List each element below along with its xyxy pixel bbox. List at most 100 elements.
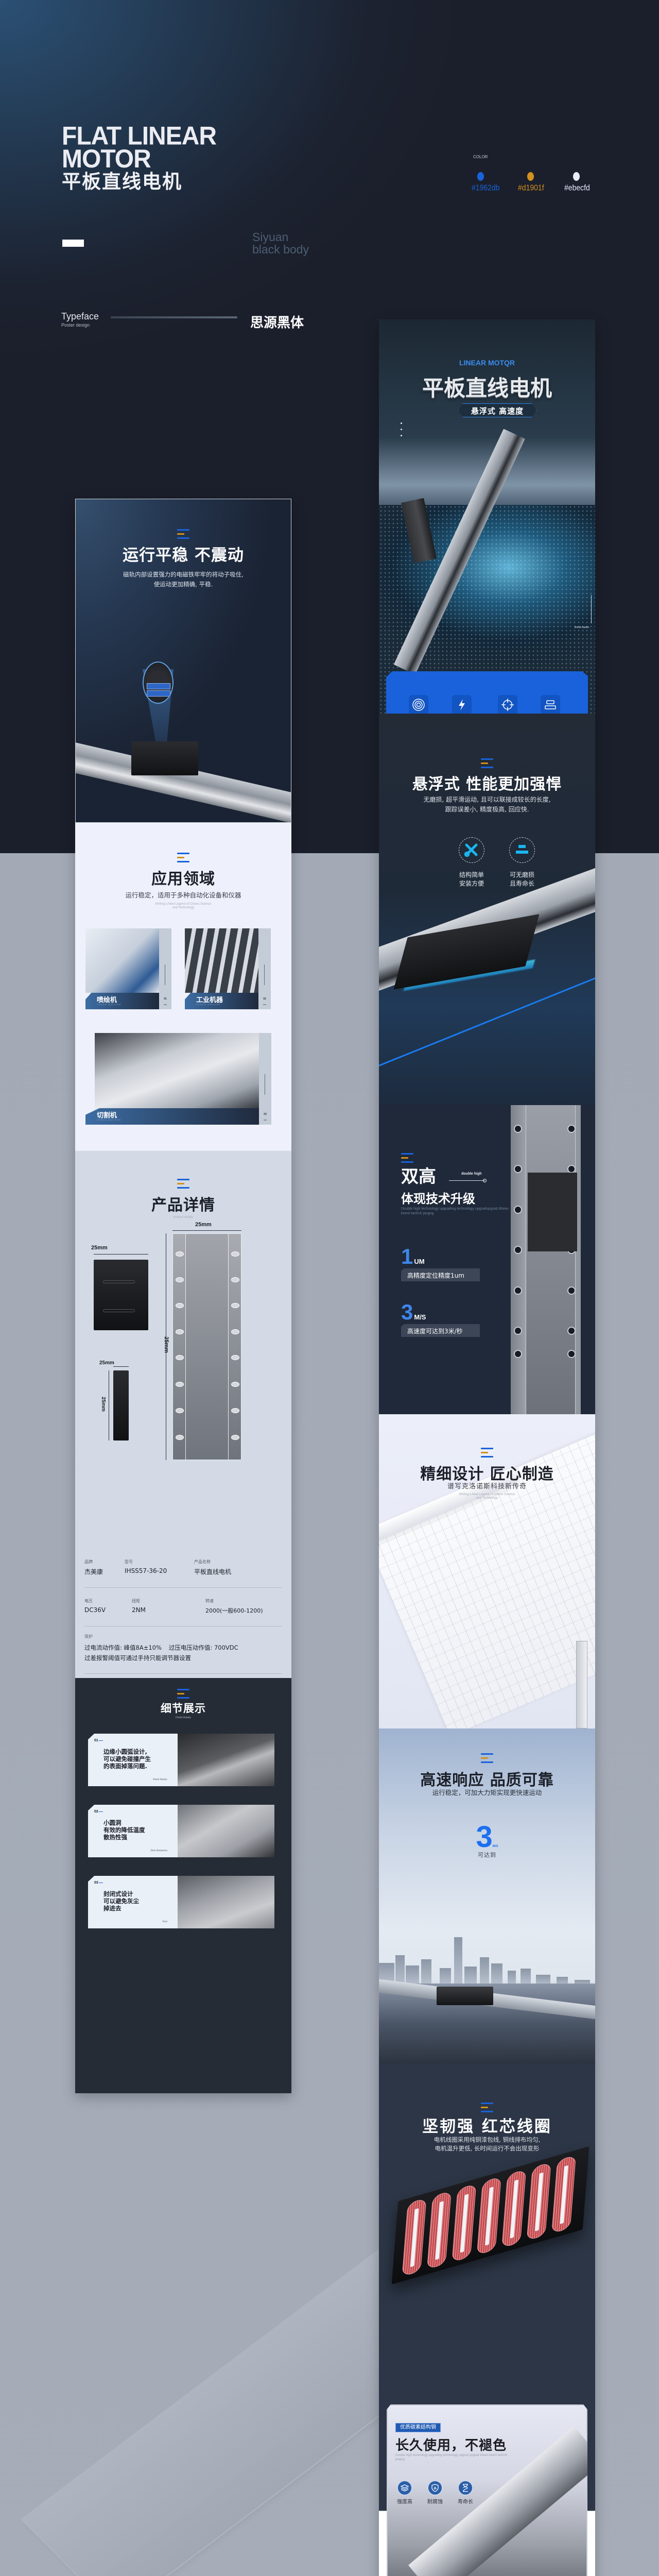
section-stable-operation: 运行平稳 不震动 磁轨内部设置强力的电磁铁牢牢的将动子吸住, 使运动更加精确, … bbox=[75, 499, 291, 823]
section-emblem-icon bbox=[177, 1689, 189, 1699]
color-hex-orange: #d1901f bbox=[518, 183, 544, 192]
description-line1: 磁轨内部设置强力的电磁铁牢牢的将动子吸住, bbox=[123, 571, 244, 578]
mover-side-illustration bbox=[113, 1370, 129, 1440]
section-title: 精细设计 匠心制造 bbox=[420, 1465, 554, 1483]
spec-value: 过压电压动作值: 700VDC bbox=[168, 1644, 238, 1651]
rounded-edge-photo bbox=[178, 1734, 274, 1786]
dimension-line bbox=[172, 1230, 241, 1231]
application-en: SCREW MACHINE bbox=[97, 1118, 122, 1121]
section-en-caption: Double high technology upgrading technol… bbox=[401, 1207, 509, 1215]
application-name: 喷绘机 bbox=[97, 996, 117, 1004]
section-emblem-icon bbox=[481, 1753, 493, 1763]
ruler-illustration bbox=[576, 1641, 587, 1728]
spec-value: 过差报警阈值可通过手持只能调节器设置 bbox=[84, 1654, 191, 1662]
speed-unit: M/S bbox=[492, 1845, 498, 1848]
badge-label: 耐腐蚀 bbox=[427, 2499, 443, 2505]
font-note-line2: black body bbox=[252, 243, 309, 256]
section-red-coil: 坚韧强 红芯线圈 电机线圈采用纯铜漆包线, 铜线排布均匀, 电机温升更低, 长时… bbox=[379, 2063, 595, 2404]
section-title: 长久使用，不褪色 bbox=[395, 2438, 507, 2453]
speed-number: 3 bbox=[476, 1820, 493, 1854]
typeface-divider bbox=[111, 316, 237, 318]
section-title: 坚韧强 红芯线圈 bbox=[422, 2117, 552, 2136]
tag-line bbox=[449, 1180, 485, 1181]
en-caption-line2: and Technology bbox=[172, 906, 194, 909]
double-high-tag: double high bbox=[461, 1172, 482, 1176]
crosshair-icon bbox=[498, 695, 517, 714]
magnifier-lens-icon bbox=[143, 662, 174, 704]
detail-line3: 的表面掉落问题. bbox=[103, 1762, 147, 1770]
section-fine-design: 精细设计 匠心制造 谱写克洛诺斯科技新传奇 Writing a New Lege… bbox=[379, 1414, 595, 1728]
feature-item: 高速度响应快 bbox=[443, 695, 480, 714]
spec-value: 平板直线电机 bbox=[194, 1568, 232, 1575]
spec-key: 型号 bbox=[125, 1560, 133, 1564]
application-card[interactable]: 工业机器 SCREW MACHINE 02 016 bbox=[185, 928, 271, 1009]
spec-key: 扭矩 bbox=[132, 1599, 140, 1603]
typeface-sublabel: Poster design bbox=[61, 323, 90, 328]
application-number: 02 bbox=[263, 997, 266, 1001]
mover-block-illustration bbox=[528, 1173, 577, 1251]
color-swatch-orange bbox=[527, 172, 534, 181]
detail-line2: 有效的降低温度 bbox=[103, 1826, 145, 1834]
spec-value: 2NM bbox=[132, 1606, 146, 1614]
industrial-machine-image bbox=[185, 928, 258, 993]
section-product-hero: LINEAR MOTQR 平板直线电机 悬浮式 高速度 Jmmh kaolm 寿… bbox=[379, 319, 595, 714]
caption-line2: 安装方便 bbox=[459, 880, 484, 887]
typeface-name: 思源黑体 bbox=[250, 315, 304, 331]
application-tag: 016 bbox=[264, 1119, 267, 1121]
application-number: 03 bbox=[264, 1113, 267, 1116]
typeface-label: Typeface bbox=[61, 311, 99, 321]
application-name: 切割机 bbox=[97, 1112, 117, 1120]
feature-caption: 结构简单安装方便 bbox=[454, 871, 490, 888]
detail-card: 03 封闭式设计 可以避免灰尘 掉进去 Dust bbox=[88, 1876, 274, 1928]
spec-key: 品牌 bbox=[84, 1560, 93, 1564]
side-caption-text: Jmmh kaolm bbox=[574, 626, 589, 629]
color-swatch-white bbox=[573, 172, 580, 181]
speed-label: 可达到 bbox=[478, 1852, 496, 1858]
section-double-high: 双高 体现技术升级 double high Double high techno… bbox=[379, 1105, 595, 1414]
detail-number: 03 bbox=[94, 1881, 98, 1885]
feature-item: 运行稳不抖动 bbox=[532, 695, 569, 714]
badge-label: 寿命长 bbox=[458, 2499, 473, 2505]
city-skyline bbox=[379, 1929, 595, 1986]
section-description: 磁轨内部设置强力的电磁铁牢牢的将动子吸住, 使运动更加精确, 平稳. bbox=[76, 570, 291, 589]
stat-label-pill: 高速度可达到3米/秒 bbox=[401, 1324, 480, 1337]
section-detail-display: 细节展示 Detail display 01 边缘小圆弧设计, 可以避免碰撞产生… bbox=[75, 1678, 291, 2093]
section-carbon-steel: 优质碳素结构钢 长久使用，不褪色 Double high technology … bbox=[379, 2404, 595, 2576]
stat-unit: M/S bbox=[414, 1313, 426, 1321]
detail-number: 02 bbox=[94, 1810, 98, 1814]
background-rail-illustration bbox=[21, 2209, 528, 2576]
feature-pill: 悬浮式 高速度 bbox=[458, 403, 536, 417]
lightning-icon bbox=[452, 695, 472, 714]
spec-value: IHSS57-36-20 bbox=[125, 1567, 167, 1574]
section-title: 双高 bbox=[401, 1166, 436, 1187]
en-caption-line2: and Technology bbox=[476, 1497, 498, 1500]
application-en: SCREW MACHINE bbox=[97, 1003, 122, 1006]
accent-line bbox=[379, 976, 595, 1071]
tag-dot-icon bbox=[483, 1179, 487, 1182]
en-caption-line1: Writing a New Legend of Clonos Science bbox=[155, 903, 212, 906]
detail-line1: 小圆洞 bbox=[103, 1819, 122, 1826]
decorative-dots bbox=[401, 422, 402, 441]
section-title: 细节展示 bbox=[161, 1702, 206, 1715]
badge-strength: 强度高 bbox=[393, 2480, 417, 2505]
color-hex-white: #ebecfd bbox=[564, 183, 590, 192]
application-index-tab: 03 016 bbox=[259, 1033, 271, 1125]
section-en-caption: product details bbox=[173, 1216, 194, 1219]
application-card[interactable]: 喷绘机 SCREW MACHINE 01 016 bbox=[85, 928, 171, 1009]
section-emblem-icon bbox=[177, 853, 189, 862]
application-card[interactable]: 切割机 SCREW MACHINE 03 016 bbox=[85, 1033, 271, 1125]
section-subtitle: 谱写克洛诺斯科技新传奇 bbox=[447, 1483, 527, 1490]
section-description: 无磨损, 超平滑运动, 且可以联接成较长的长度, 跟踪误差小, 精度极高, 回应… bbox=[379, 795, 595, 815]
section-fast-response: 高速响应 品质可靠 运行稳定，可加大力矩实现更快速运动 High-speed r… bbox=[379, 1728, 595, 2063]
section-emblem-icon bbox=[401, 1153, 413, 1163]
detail-line2: 可以避免碰撞产生 bbox=[103, 1755, 151, 1762]
section-en-caption: Writing a New Legend of Clonos Science a… bbox=[379, 1493, 595, 1500]
spec-value: 杰美康 bbox=[84, 1568, 103, 1575]
steel-card: 优质碳素结构钢 长久使用，不褪色 Double high technology … bbox=[387, 2404, 587, 2576]
color-swatch-blue bbox=[477, 172, 484, 181]
spec-key: 产品名称 bbox=[194, 1560, 211, 1564]
feature-item: 高精度微米级 bbox=[489, 695, 526, 714]
section-en-caption: High-speed response and reliable quality bbox=[459, 1798, 515, 1801]
